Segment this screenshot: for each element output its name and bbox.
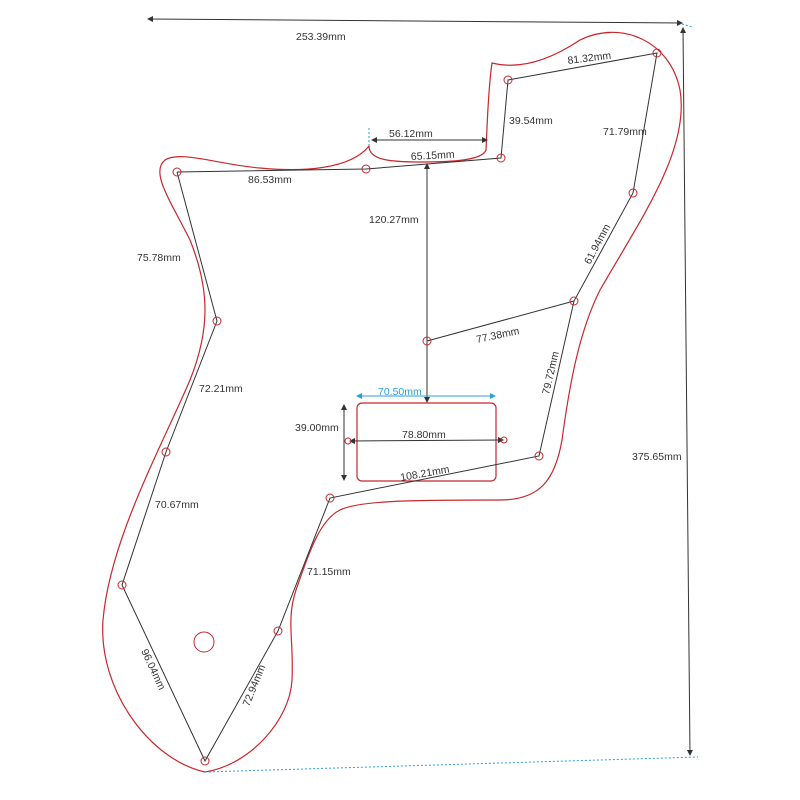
label-top-left-edge: 86.53mm [248,174,292,186]
label-pickup-height: 39.00mm [295,422,339,434]
screw-holes [117,48,662,766]
label-center-to-top: 120.27mm [369,214,419,226]
label-step-vertical: 39.54mm [509,115,553,127]
label-overall-height: 375.65mm [632,451,682,463]
label-lower-inner: 71.15mm [307,566,351,578]
label-overall-width: 253.39mm [296,31,346,43]
label-pickup-width: 70.50mm [378,386,422,398]
label-right-lower: 79.72mm [540,350,562,396]
overall-height-line [680,27,693,756]
label-left-mid: 72.21mm [199,383,243,395]
label-left-lower: 70.67mm [155,499,199,511]
label-pickup-screws: 78.80mm [402,429,446,441]
label-notch-width: 56.12mm [389,128,433,140]
bottom-reference-line [204,756,699,773]
label-bottom-outer: 96.04mm [138,647,167,692]
label-bottom-inner: 72.94mm [241,663,269,708]
label-left-upper: 75.78mm [137,252,181,264]
label-right-upper: 71.79mm [603,126,647,138]
dimension-lines [121,52,658,763]
pickguard-outline [102,31,682,773]
label-top-mid: 65.15mm [411,149,456,163]
overall-width-line [147,16,683,26]
label-center-to-right: 77.38mm [475,325,521,346]
label-right-mid: 61.94mm [582,222,613,267]
label-top-right: 81.32mm [567,50,612,67]
control-hole [193,631,215,653]
